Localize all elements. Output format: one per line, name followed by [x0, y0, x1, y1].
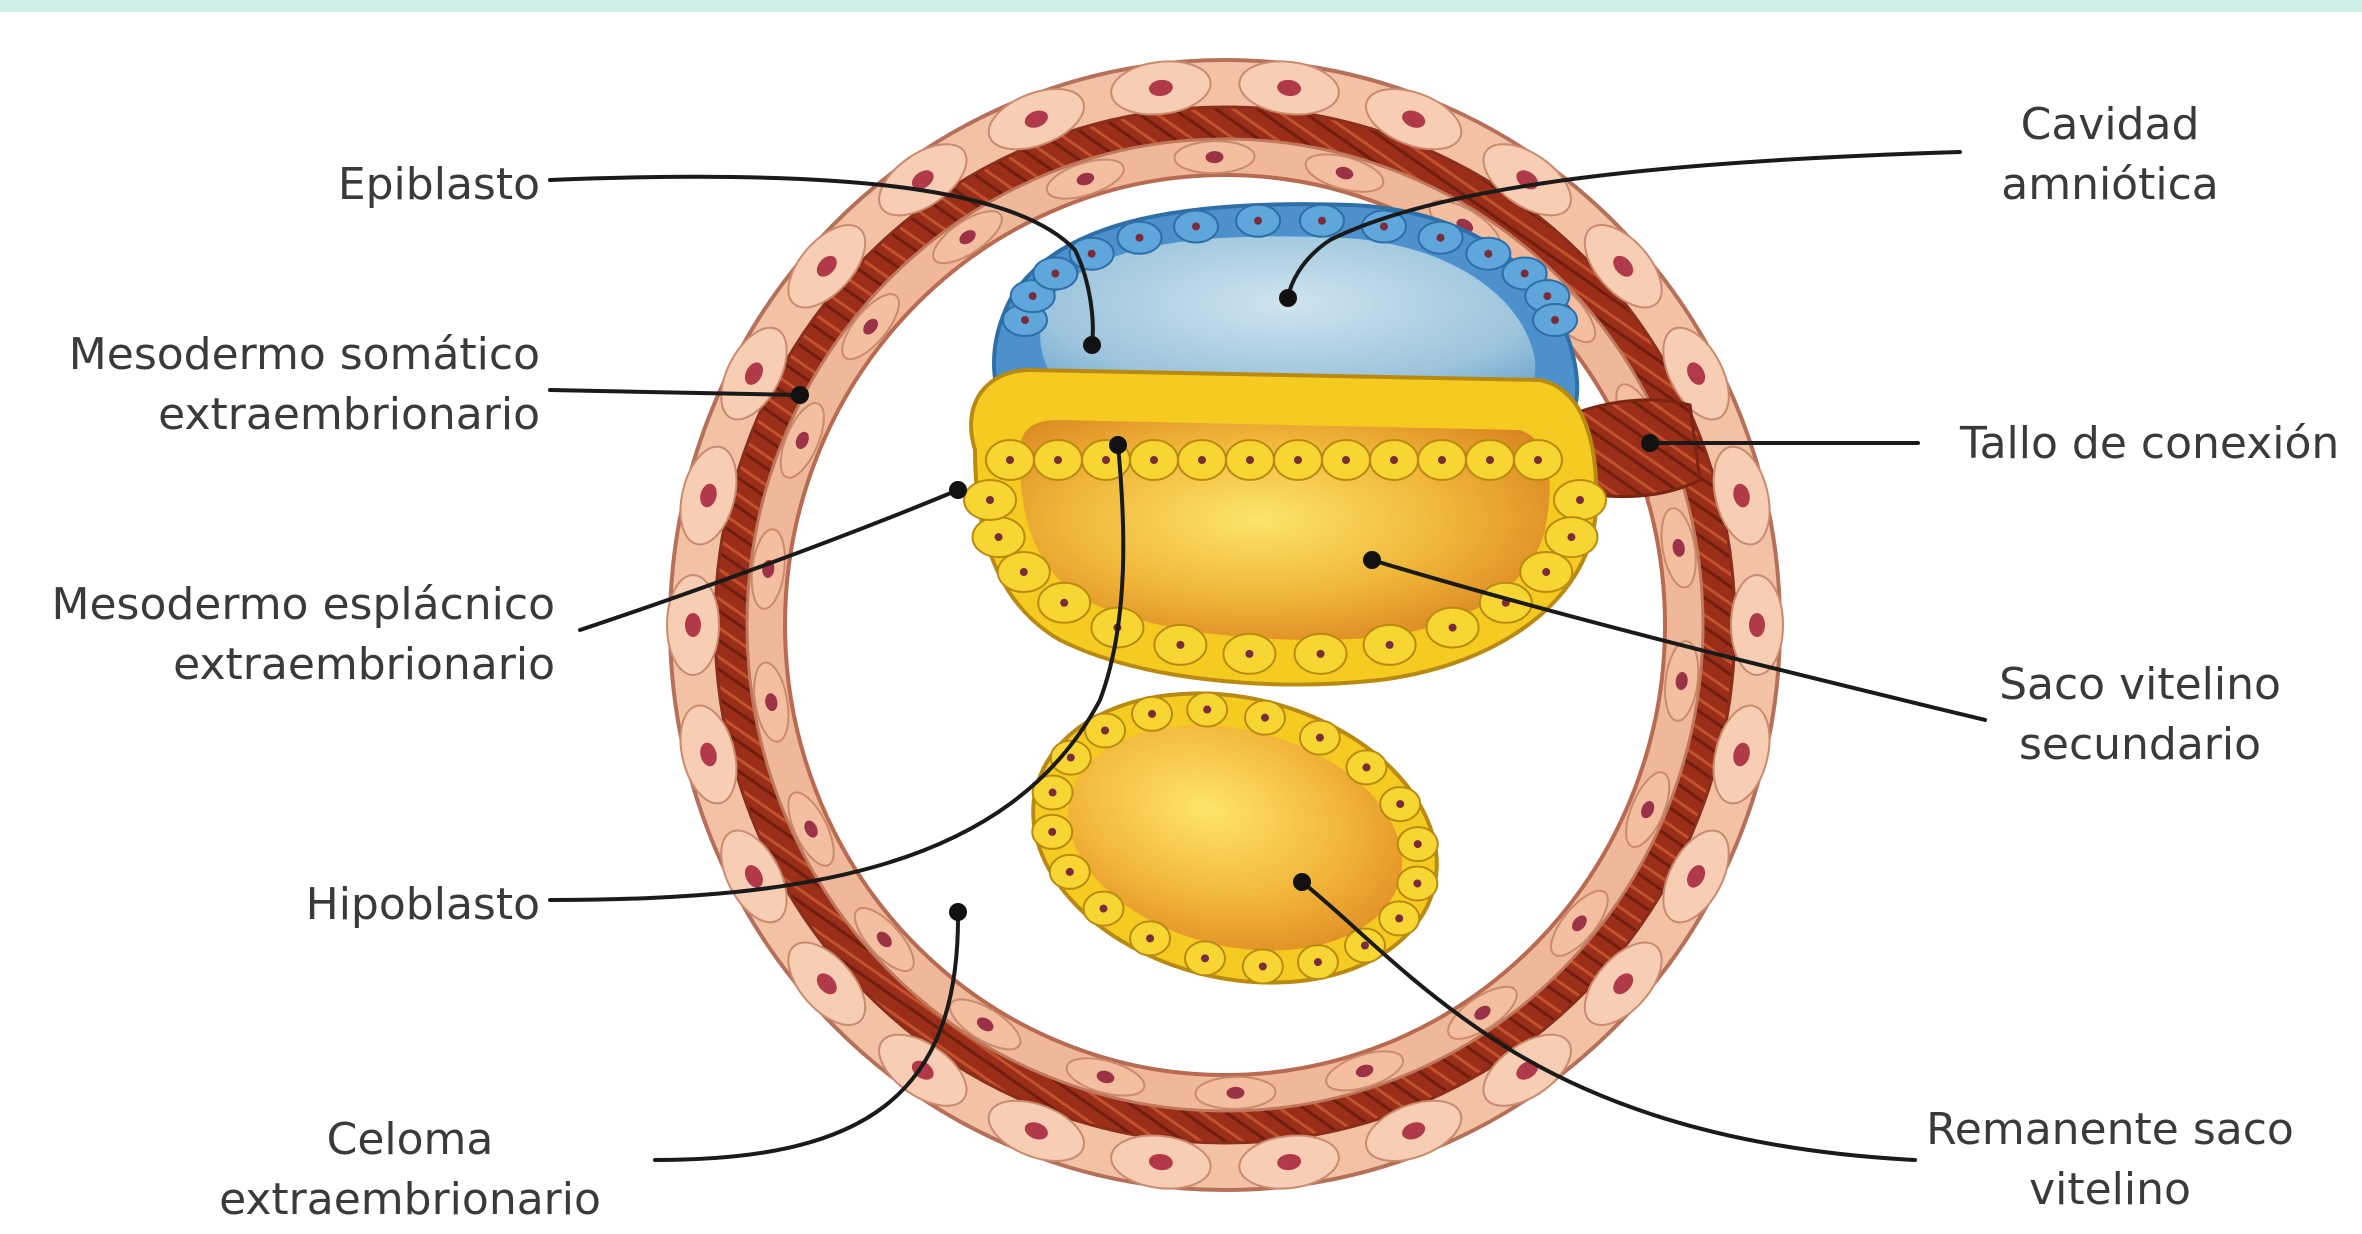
amnion-cell — [1033, 258, 1077, 290]
label-epiblasto: Epiblasto — [190, 155, 540, 215]
hypoblast-cell — [1514, 440, 1562, 480]
amnion-cell — [1419, 222, 1463, 254]
label-mesodermo-esplacnico: Mesodermo esplácnico extraembrionario — [0, 575, 555, 695]
hypoblast-cell — [1370, 440, 1418, 480]
dot-epiblasto — [1083, 336, 1101, 354]
remnant-cell — [1132, 697, 1172, 731]
hypoblast-cell — [1322, 440, 1370, 480]
inner-wall-cell — [1195, 1076, 1276, 1110]
amnion-cell — [1300, 205, 1344, 237]
label-mesodermo-somatico: Mesodermo somático extraembrionario — [10, 325, 540, 445]
hypoblast-cell — [1130, 440, 1178, 480]
dot-mesodermo-somatico — [791, 386, 809, 404]
inner-wall-cell — [1174, 140, 1255, 174]
yolk-wall-cell — [1554, 480, 1606, 520]
yolk-wall-cell — [1364, 625, 1416, 665]
yolk-wall-cell — [1154, 625, 1206, 665]
remnant-cell — [1397, 866, 1437, 900]
dot-mesodermo-esplacnico — [949, 481, 967, 499]
amnion-cell — [1466, 238, 1510, 270]
yolk-wall-cell — [1520, 552, 1572, 592]
yolk-wall-cell — [998, 552, 1050, 592]
amnion-cell — [1117, 222, 1161, 254]
dot-cavidad — [1279, 289, 1297, 307]
secondary-yolk-sac — [964, 370, 1606, 684]
remnant-cell — [1380, 787, 1420, 821]
remnant-cell — [1185, 941, 1225, 975]
remnant-cell — [1298, 945, 1338, 979]
amnion-cell — [1236, 205, 1280, 237]
hypoblast-cell — [1466, 440, 1514, 480]
dot-saco-secundario — [1363, 551, 1381, 569]
hypoblast-cell — [1418, 440, 1466, 480]
yolk-wall-cell — [973, 517, 1025, 557]
remnant-cell — [1032, 815, 1072, 849]
hypoblast-cell — [1226, 440, 1274, 480]
dot-remanente — [1293, 873, 1311, 891]
dot-celoma — [949, 903, 967, 921]
remnant-cell — [1050, 855, 1090, 889]
label-saco-vitelino-secundario: Saco vitelino secundario — [1990, 655, 2290, 775]
dot-tallo — [1641, 434, 1659, 452]
yolk-wall-cell — [964, 480, 1016, 520]
remnant-cell — [1130, 921, 1170, 955]
remnant-cell — [1084, 892, 1124, 926]
label-tallo-conexion: Tallo de conexión — [1960, 414, 2360, 474]
amnion-cell — [1174, 210, 1218, 242]
remnant-cell — [1345, 929, 1385, 963]
remnant-cell — [1243, 949, 1283, 983]
label-cavidad-amniotica: Cavidad amniótica — [1960, 95, 2260, 215]
remnant-cell — [1245, 701, 1285, 735]
remnant-cell — [1398, 827, 1438, 861]
remnant-cell — [1379, 901, 1419, 935]
amnion-cell — [1533, 304, 1577, 336]
yolk-wall-cell — [1038, 583, 1090, 623]
hypoblast-cell — [1178, 440, 1226, 480]
yolk-wall-cell — [1427, 608, 1479, 648]
yolk-wall-cell — [1545, 517, 1597, 557]
label-hipoblasto: Hipoblasto — [190, 875, 540, 935]
remnant-cell — [1187, 693, 1227, 727]
yolk-wall-cell — [1295, 634, 1347, 674]
hypoblast-cell — [986, 440, 1034, 480]
dot-hipoblasto — [1109, 436, 1127, 454]
label-celoma: Celoma extraembrionario — [180, 1110, 640, 1230]
remnant-cell — [1346, 750, 1386, 784]
hypoblast-cell — [1274, 440, 1322, 480]
yolk-wall-cell — [1223, 634, 1275, 674]
label-remanente-saco-vitelino: Remanente saco vitelino — [1920, 1100, 2300, 1220]
remnant-cell — [1300, 721, 1340, 755]
hypoblast-cell — [1034, 440, 1082, 480]
